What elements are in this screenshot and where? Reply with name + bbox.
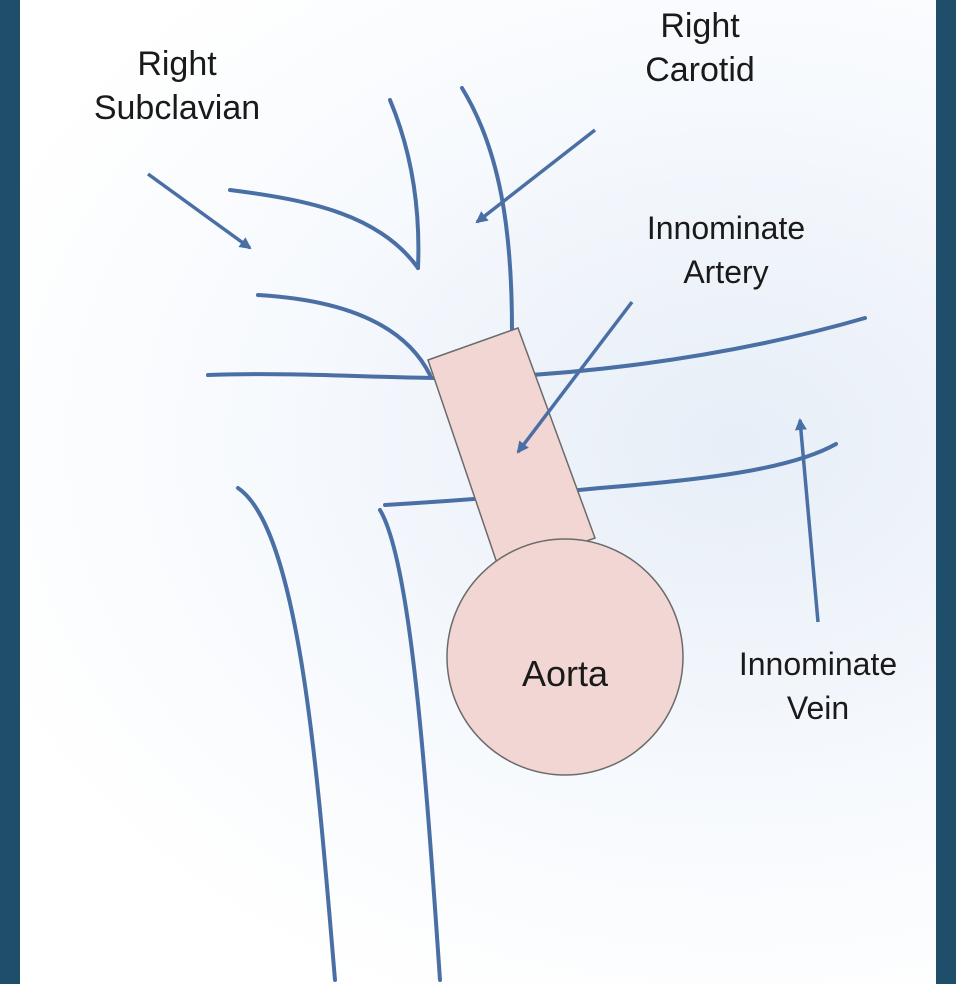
innominate-vein [385, 444, 836, 505]
right-carotid-label: Right Carotid [600, 4, 800, 92]
subclavian-upper-branch [230, 190, 418, 268]
innominate-vein-pointer-arrow [800, 420, 818, 622]
innominate-vein-label: Innominate Vein [700, 642, 936, 730]
carotid-pointer-arrow [477, 130, 595, 222]
subclavian-pointer-arrow [148, 174, 250, 248]
aorta-label: Aorta [490, 652, 640, 696]
carotid-right-branch [462, 88, 512, 330]
upper-horizontal-vein [208, 318, 865, 378]
right-subclavian-label: Right Subclavian [52, 42, 302, 130]
vena-cava-outer [238, 488, 335, 980]
subclavian-lower-branch [258, 295, 430, 375]
vena-cava-inner [380, 510, 440, 980]
innominate-artery-label: Innominate Artery [606, 206, 846, 294]
innominate-artery [428, 328, 595, 572]
